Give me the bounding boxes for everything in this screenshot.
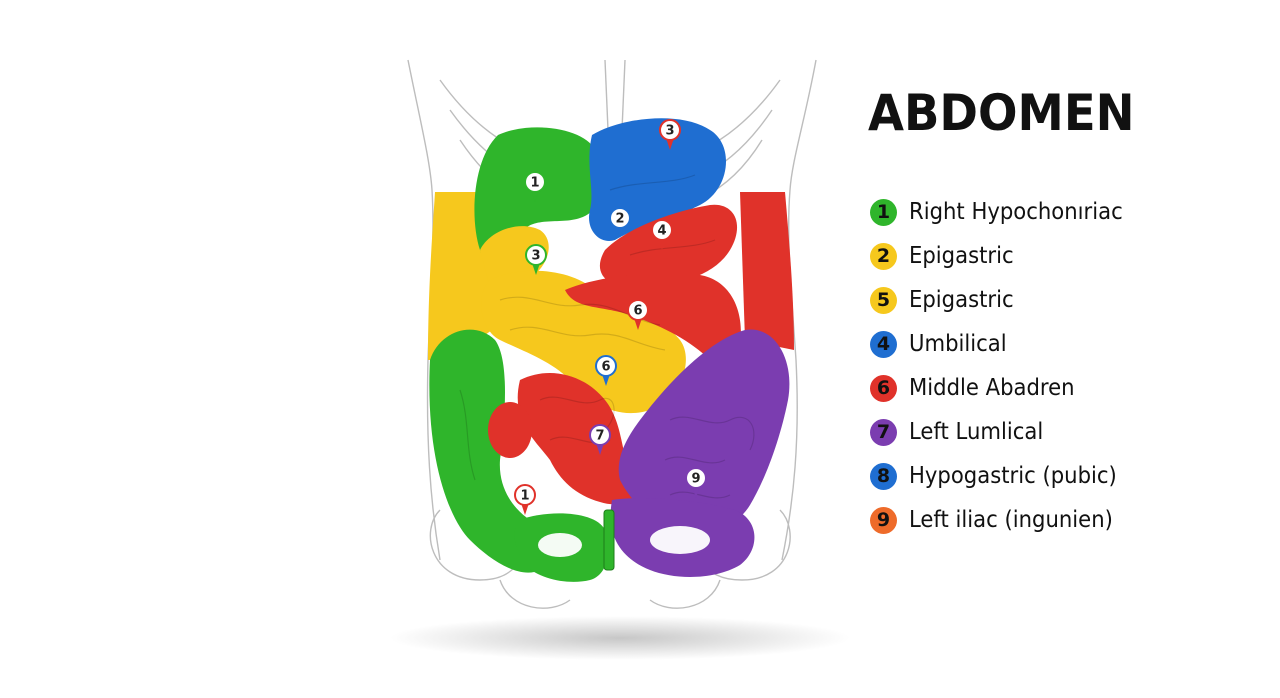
lower-intestine-region — [517, 372, 638, 505]
marker-circle — [514, 484, 536, 506]
marker-transverse-colon: 6 — [627, 299, 649, 330]
marker-number: 9 — [691, 472, 700, 487]
left-iliac-region — [618, 329, 790, 534]
middle-intestine-region — [565, 273, 741, 360]
left-lumbar-region — [740, 192, 794, 350]
legend-label: Umbilical — [909, 331, 1007, 357]
marker-circle — [595, 355, 617, 377]
legend-item: 2 Epigastric — [870, 234, 1141, 278]
epigastric-intestine-region — [481, 270, 686, 414]
marker-number: 7 — [595, 429, 604, 444]
legend-number-badge: 6 — [870, 374, 897, 402]
marker-number: 6 — [633, 304, 642, 319]
right-iliac-region — [429, 329, 549, 573]
legend-number-badge: 7 — [870, 418, 897, 446]
legend-item: 6 Middle Abadren — [870, 366, 1141, 410]
legend-number-badge: 1 — [870, 198, 897, 226]
marker-number: 3 — [665, 124, 674, 139]
legend-label: Right Hypochonıriac — [909, 199, 1123, 225]
floor-shadow — [390, 616, 850, 660]
legend-item: 9 Left iliac (ingunien) — [870, 498, 1141, 542]
marker-number: 3 — [531, 249, 540, 264]
marker-number: 2 — [615, 212, 624, 227]
right-lumbar-region — [428, 192, 492, 360]
marker-liver: 1 — [524, 171, 546, 202]
marker-circle — [589, 424, 611, 446]
page-title: ABDOMEN — [868, 84, 1135, 142]
marker-circle — [627, 299, 649, 321]
legend-item: 8 Hypogastric (pubic) — [870, 454, 1141, 498]
legend-label: Left Lumlical — [909, 419, 1044, 445]
marker-umbilical: 6 — [595, 355, 617, 386]
obturator-hole-right — [538, 533, 582, 557]
marker-circle — [609, 207, 631, 229]
pubic-symphysis — [603, 509, 615, 571]
marker-gallbladder: 3 — [525, 244, 547, 275]
spleen-region — [599, 204, 738, 289]
cecum-region — [488, 402, 532, 458]
intestine-texture — [459, 174, 755, 499]
obturator-hole-left — [650, 526, 710, 554]
legend-item: 5 Epigastric — [870, 278, 1141, 322]
legend-label: Epigastric — [909, 287, 1014, 313]
abdomen-diagram: 3 1 2 4 3 6 6 7 1 9 — [380, 40, 860, 680]
marker-small-intestine: 7 — [589, 424, 611, 455]
legend-number-badge: 9 — [870, 506, 897, 534]
marker-number: 1 — [530, 176, 539, 191]
marker-left-iliac: 9 — [685, 467, 707, 498]
legend-number-badge: 4 — [870, 330, 897, 358]
legend-label: Left iliac (ingunien) — [909, 507, 1113, 533]
legend-label: Middle Abadren — [909, 375, 1075, 401]
legend-label: Epigastric — [909, 243, 1014, 269]
legend: 1 Right Hypochonıriac 2 Epigastric 5 Epi… — [870, 190, 1141, 542]
marker-circle — [659, 119, 681, 141]
legend-label: Hypogastric (pubic) — [909, 463, 1117, 489]
marker-circle — [525, 244, 547, 266]
legend-number-badge: 5 — [870, 286, 897, 314]
marker-number: 4 — [657, 224, 666, 239]
marker-number: 1 — [520, 489, 529, 504]
marker-spleen: 4 — [651, 219, 673, 250]
marker-circle — [651, 219, 673, 241]
marker-number: 6 — [601, 360, 610, 375]
legend-number-badge: 2 — [870, 242, 897, 270]
legend-item: 4 Umbilical — [870, 322, 1141, 366]
marker-circle — [685, 467, 707, 489]
marker-right-iliac: 1 — [514, 484, 536, 515]
marker-epigastric: 2 — [609, 207, 631, 238]
marker-stomach: 3 — [659, 119, 681, 150]
legend-item: 1 Right Hypochonıriac — [870, 190, 1141, 234]
marker-circle — [524, 171, 546, 193]
legend-item: 7 Left Lumlical — [870, 410, 1141, 454]
legend-number-badge: 8 — [870, 462, 897, 490]
region-markers: 3 1 2 4 3 6 6 7 1 9 — [514, 119, 707, 515]
